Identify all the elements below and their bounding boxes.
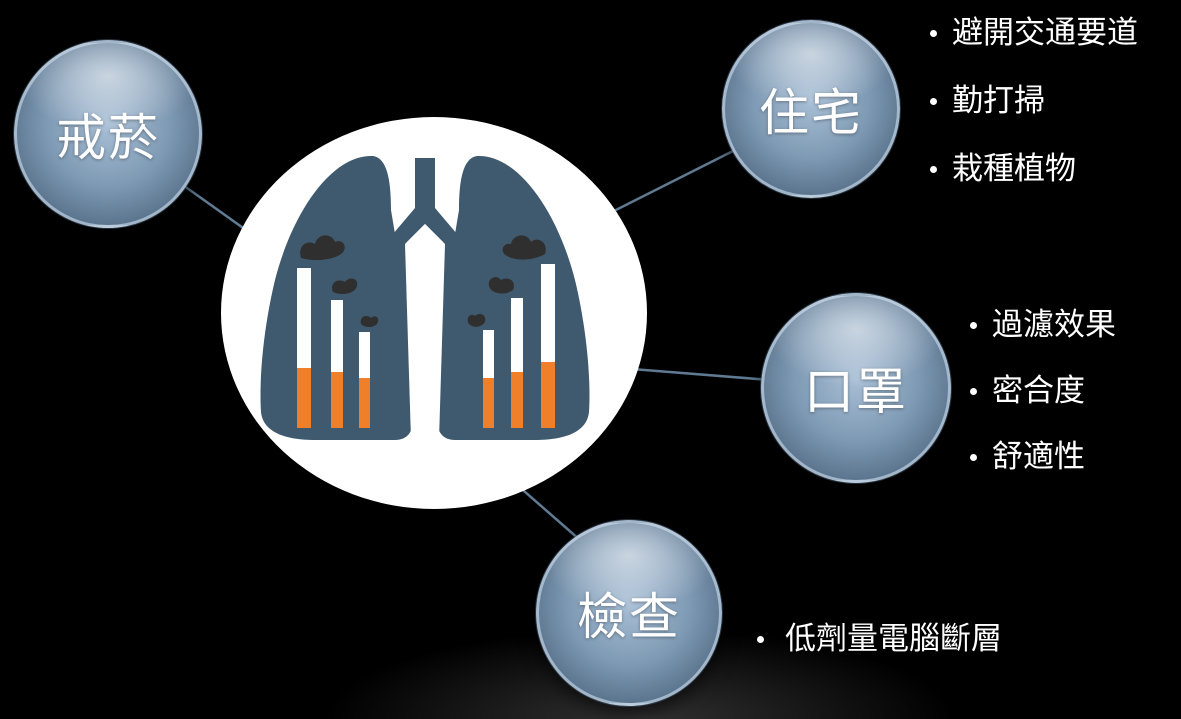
topic-home-label: 住宅 [759,84,863,142]
home-bullet: 避開交通要道 [930,14,1138,52]
mask-bullet: 舒適性 [970,438,1116,476]
connector-mask [619,366,771,382]
topic-quit-label: 戒菸 [56,109,160,167]
home-bullet: 勤打掃 [930,82,1138,120]
topic-home: 住宅 [722,20,900,198]
home-bullet: 栽種植物 [930,150,1138,188]
checkup-bullet-list: 低劑量電腦斷層 [757,617,1002,661]
topic-mask: 口罩 [761,293,951,483]
mask-bullet: 密合度 [970,372,1116,410]
home-bullet-list: 避開交通要道 勤打掃 栽種植物 [930,14,1138,218]
lungs-with-cigarettes-icon [260,155,590,440]
topic-checkup: 檢查 [536,520,722,706]
mask-bullet: 過濾效果 [970,306,1116,344]
topic-checkup-label: 檢查 [577,588,681,646]
left-cigarettes [297,235,379,428]
mask-bullet-list: 過濾效果 密合度 舒適性 [970,306,1116,504]
right-cigarettes [467,235,555,428]
topic-mask-label: 口罩 [804,363,908,421]
checkup-bullet: 低劑量電腦斷層 [757,617,1002,661]
topic-quit-smoking: 戒菸 [14,40,202,228]
connector-home [599,148,736,220]
